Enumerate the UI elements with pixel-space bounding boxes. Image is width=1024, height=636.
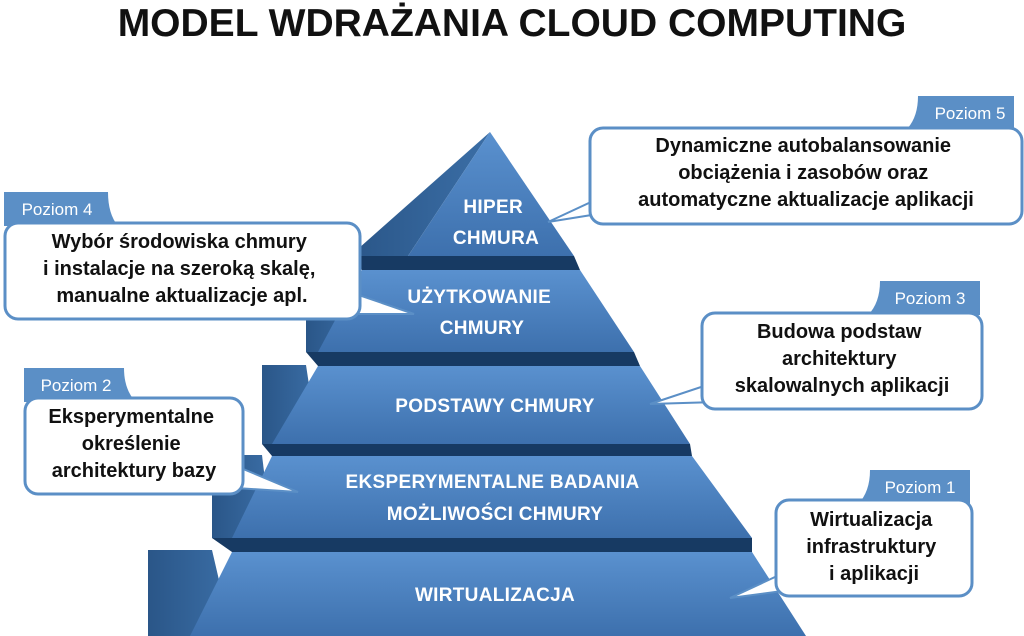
callout-level-2: Poziom 2 Eksperymentalne określenie arch… <box>23 368 299 496</box>
tier-5-side-face <box>350 132 490 256</box>
callout-3-line-3: skalowalnych aplikacji <box>735 375 950 397</box>
callout-5-box <box>588 126 1024 226</box>
tier-4-label-line-1: UŻYTKOWANIE <box>407 287 551 308</box>
pyramid: WIRTUALIZACJA EKSPERYMENTALNE BADANIA MO… <box>148 132 806 636</box>
callout-level-3: Poziom 3 Budowa podstaw architektury ska… <box>649 281 984 411</box>
callout-5-text: Dynamiczne autobalansowanie obciążenia i… <box>638 135 974 211</box>
tier-1-label-line-1: WIRTUALIZACJA <box>415 585 575 606</box>
tier-1-gap-band <box>212 538 752 552</box>
callout-4-line-2: i instalacje na szeroką skalę, <box>43 258 315 280</box>
callout-3-box <box>700 311 984 411</box>
tier-3-front-face <box>272 366 690 444</box>
pyramid-tier-5: HIPER CHMURA <box>350 132 574 256</box>
tier-1-front-face <box>190 552 806 636</box>
tier-3-gap-band <box>306 352 640 366</box>
tier-5-label: HIPER CHMURA <box>453 197 539 249</box>
tier-2-front-face <box>232 456 752 538</box>
tier-4-front-face <box>318 270 634 352</box>
callout-3-line-2: architektury <box>782 348 897 370</box>
callout-2-line-2: określenie <box>82 433 181 455</box>
callout-1-box <box>774 498 974 598</box>
tier-5-label-line-1: HIPER <box>463 197 523 218</box>
tier-2-label-line-2: MOŻLIWOŚCI CHMURY <box>387 503 604 525</box>
callout-1-tag-label: Poziom 1 <box>885 478 956 497</box>
tier-2-gap-band <box>262 444 692 456</box>
callout-4-line-3: manualne aktualizacje apl. <box>56 285 307 307</box>
callout-4-tag-label: Poziom 4 <box>22 200 93 219</box>
callout-1-line-1: Wirtualizacja <box>810 509 933 531</box>
callout-2-tag <box>24 368 136 402</box>
callout-5-line-1: Dynamiczne autobalansowanie <box>655 135 951 157</box>
pyramid-tier-1: WIRTUALIZACJA <box>148 538 806 636</box>
callout-5-line-2: obciążenia i zasobów oraz <box>678 162 928 184</box>
tier-4-label-line-2: CHMURY <box>440 318 525 339</box>
callout-5-line-3: automatyczne aktualizacje aplikacji <box>638 189 974 211</box>
tier-5-label-line-2: CHMURA <box>453 228 539 249</box>
callout-level-1: Poziom 1 Wirtualizacja infrastruktury i … <box>729 470 974 599</box>
callout-level-5: Poziom 5 Dynamiczne autobalansowanie obc… <box>547 96 1024 226</box>
callout-1-line-2: infrastruktury <box>806 536 937 558</box>
callout-3-tag-label: Poziom 3 <box>895 289 966 308</box>
callout-1-tag <box>858 470 970 504</box>
tier-3-label: PODSTAWY CHMURY <box>395 396 594 417</box>
callout-1-line-3: i aplikacji <box>829 563 919 585</box>
callout-2-line-1: Eksperymentalne <box>48 406 214 428</box>
callout-5-tag <box>906 96 1014 130</box>
pyramid-tier-3: PODSTAWY CHMURY <box>262 352 690 444</box>
callout-1-text: Wirtualizacja infrastruktury i aplikacji <box>806 509 942 585</box>
tier-3-label-line-1: PODSTAWY CHMURY <box>395 396 594 417</box>
tier-2-label: EKSPERYMENTALNE BADANIA MOŻLIWOŚCI CHMUR… <box>346 472 645 525</box>
callout-2-box <box>23 396 245 496</box>
tier-4-label: UŻYTKOWANIE CHMURY <box>407 287 556 339</box>
tier-5-front-face <box>408 132 574 256</box>
callout-4-text: Wybór środowiska chmury i instalacje na … <box>43 231 321 307</box>
callout-5-tag-label: Poziom 5 <box>935 104 1006 123</box>
page-title: MODEL WDRAŻANIA CLOUD COMPUTING <box>118 2 907 45</box>
callout-4-box <box>3 221 362 321</box>
callout-4-tag <box>4 192 118 226</box>
tier-2-label-line-1: EKSPERYMENTALNE BADANIA <box>346 472 640 493</box>
pyramid-tier-2: EKSPERYMENTALNE BADANIA MOŻLIWOŚCI CHMUR… <box>212 444 752 538</box>
callout-2-tag-label: Poziom 2 <box>41 376 112 395</box>
callout-3-tag <box>868 281 980 315</box>
callout-3-text: Budowa podstaw architektury skalowalnych… <box>735 321 950 397</box>
callout-4-line-1: Wybór środowiska chmury <box>52 231 308 253</box>
callout-level-4: Poziom 4 Wybór środowiska chmury i insta… <box>3 192 415 321</box>
callout-2-text: Eksperymentalne określenie architektury … <box>48 406 219 482</box>
callout-2-line-3: architektury bazy <box>52 460 217 482</box>
callout-3-line-1: Budowa podstaw <box>757 321 922 343</box>
tier-4-gap-band <box>350 256 580 270</box>
tier-1-label: WIRTUALIZACJA <box>415 585 575 606</box>
